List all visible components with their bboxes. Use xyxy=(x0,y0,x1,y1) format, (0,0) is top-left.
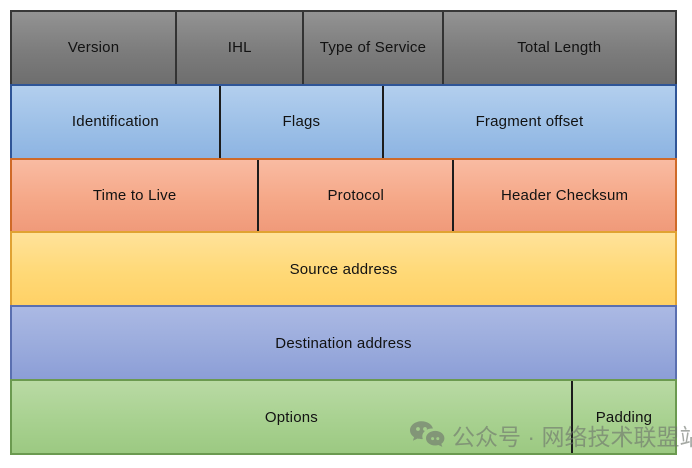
field-time-to-live: Time to Live xyxy=(92,187,177,205)
table-row-word6: Options Padding xyxy=(10,379,677,455)
field-flags: Flags xyxy=(218,85,382,158)
field-source-address: Source address xyxy=(289,260,398,278)
field-ihl: IHL xyxy=(175,12,302,84)
field-protocol: Protocol xyxy=(257,159,452,232)
ipv4-header-diagram: Version IHL Type of Service Total Length… xyxy=(10,10,677,455)
field-total-length: Total Length xyxy=(441,12,675,84)
field-identification: Identification xyxy=(71,113,159,131)
table-row-word1: Version IHL Type of Service Total Length xyxy=(10,10,677,86)
table-row-word4: Source address xyxy=(10,231,677,308)
table-row-word5: Destination address xyxy=(10,305,677,382)
field-type-of-service: Type of Service xyxy=(302,12,441,84)
table-row-word3: Time to Live Protocol Header Checksum xyxy=(10,157,677,234)
field-options: Options xyxy=(264,408,318,426)
field-padding: Padding xyxy=(570,381,675,453)
field-destination-address: Destination address xyxy=(275,334,412,352)
table-row-word2: Identification Flags Fragment offset xyxy=(10,83,677,160)
field-header-checksum: Header Checksum xyxy=(452,159,675,232)
field-version: Version xyxy=(67,39,120,57)
field-fragment-offset: Fragment offset xyxy=(381,85,675,158)
